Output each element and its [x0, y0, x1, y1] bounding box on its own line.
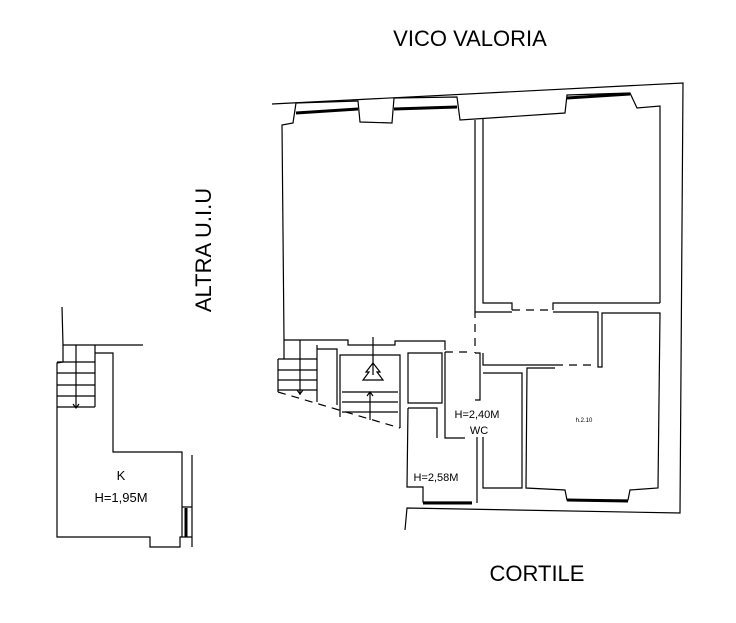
- wc-name: WC: [470, 425, 488, 437]
- cellar-name: K: [117, 468, 126, 483]
- courtyard-label: CORTILE: [490, 561, 585, 586]
- stairs: [277, 337, 446, 429]
- cellar-height: H=1,95M: [94, 490, 147, 505]
- room-height-258: H=2,58M: [414, 472, 459, 484]
- window: [295, 92, 631, 505]
- main-unit-walls: [271, 82, 684, 531]
- adjacent-unit-label: ALTRA U.I.U: [191, 188, 216, 312]
- room-height-210: h.2.10: [576, 418, 593, 424]
- wc-height: H=2,40M: [455, 409, 500, 421]
- cellar-walls: [56, 306, 193, 548]
- street-label: VICO VALORIA: [393, 26, 547, 51]
